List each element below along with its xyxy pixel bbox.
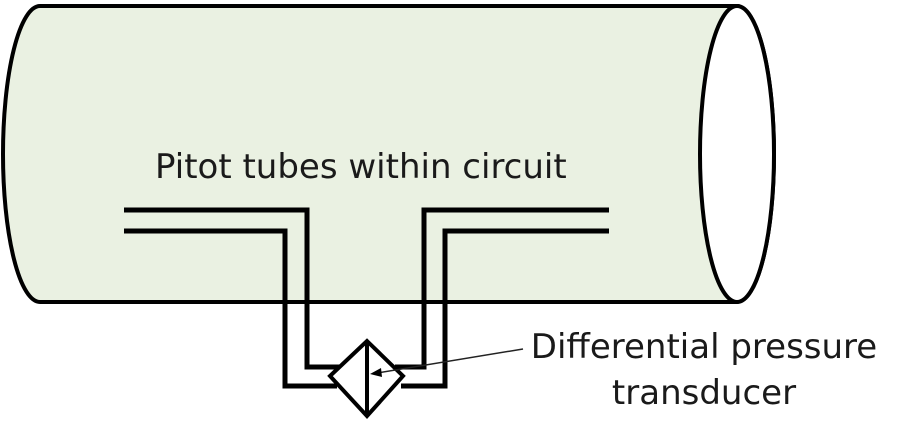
- pitot-tubes-label: Pitot tubes within circuit: [155, 147, 567, 187]
- transducer-label-line2: transducer: [611, 373, 797, 413]
- pitot-tube-right-inner-wall: [401, 228, 609, 389]
- circuit-cylinder-end: [698, 4, 776, 304]
- transducer-leader-line: [376, 348, 524, 374]
- pitot-tube-left-inner-wall: [124, 228, 337, 389]
- transducer-arrowhead: [370, 368, 382, 377]
- transducer-label: Differential pressure transducer: [508, 324, 900, 416]
- pitot-tube-left-outer-wall: [124, 207, 345, 370]
- transducer-label-line1: Differential pressure: [530, 327, 878, 367]
